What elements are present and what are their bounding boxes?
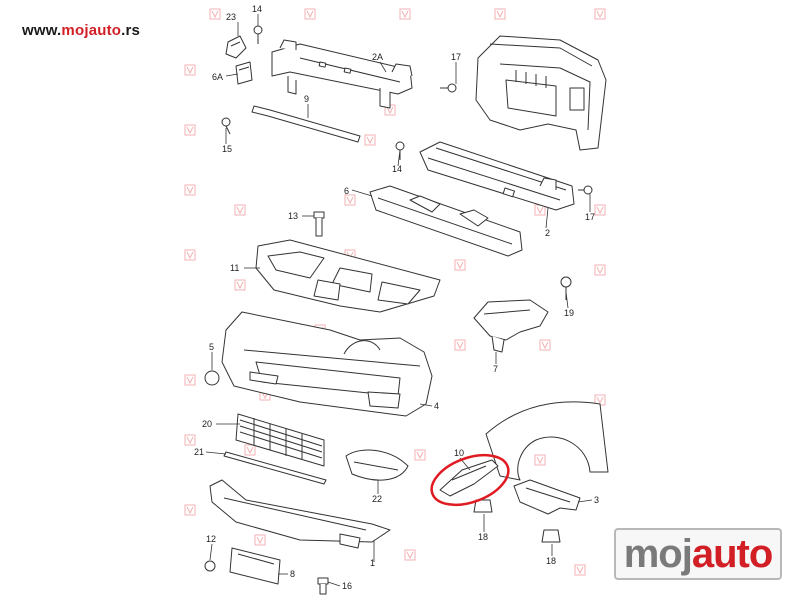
part-18-nut-left (473, 499, 493, 513)
part-7-side-bracket (473, 299, 549, 353)
callout-23: 23 (226, 12, 236, 22)
part-23-clip (225, 35, 247, 59)
part-11-grille-frame (255, 239, 441, 313)
part-14-screw-top (253, 25, 263, 44)
part-9-seal-strip (251, 105, 361, 143)
leader-lines (205, 14, 593, 587)
callout-12: 12 (206, 534, 216, 544)
part-10-bracket (439, 459, 499, 497)
part-4-bumper-cover (221, 311, 433, 417)
callout-labels: 23 14 2A 6A 9 17 15 14 6 17 13 2 11 19 5… (194, 4, 599, 591)
part-17-screw-right (578, 185, 593, 195)
part-19-screw (560, 276, 572, 300)
callout-20: 20 (202, 419, 212, 429)
callout-2: 2 (545, 228, 550, 238)
part-2A-upper-carrier (271, 39, 413, 109)
part-15-screw (221, 117, 231, 135)
part-12-screw (204, 560, 216, 572)
callout-1: 1 (370, 558, 375, 568)
part-6-absorber (369, 185, 523, 257)
site-url-brand: mojauto (61, 22, 122, 39)
callout-19: 19 (564, 308, 574, 318)
part-21-trim-strip (223, 451, 327, 485)
callout-11: 11 (230, 263, 239, 273)
callout-4: 4 (434, 401, 439, 411)
callout-21: 21 (194, 447, 204, 457)
callout-7: 7 (493, 364, 498, 374)
callout-15: 15 (222, 144, 232, 154)
highlight-ring (430, 453, 510, 507)
callout-6A: 6A (212, 72, 223, 82)
callout-2A: 2A (372, 52, 383, 62)
part-22-lamp-trim (345, 449, 409, 481)
callout-10: 10 (454, 448, 464, 458)
callout-16: 16 (342, 581, 352, 591)
part-8-plate-holder (229, 547, 281, 585)
callout-17-right: 17 (585, 212, 595, 222)
part-front-carrier (475, 35, 607, 151)
part-17-screw-top (440, 83, 457, 93)
callout-9: 9 (304, 94, 309, 104)
callout-17-top: 17 (451, 52, 461, 62)
logo-part-moj: moj (623, 531, 693, 576)
logo-part-auto: auto (691, 531, 773, 576)
part-5-cap (204, 370, 220, 386)
part-1-lower-spoiler (209, 479, 391, 549)
part-2-bumper-beam (419, 141, 575, 211)
callout-22: 22 (372, 494, 382, 504)
part-20-grille (235, 413, 325, 467)
callout-13: 13 (288, 211, 298, 221)
part-6A-bracket (235, 61, 253, 85)
part-18-nut-right (541, 529, 561, 543)
callout-6: 6 (344, 186, 349, 196)
callout-5: 5 (209, 342, 214, 352)
part-16-bolt (317, 577, 329, 595)
site-url-suffix: .rs (121, 22, 141, 39)
part-13-bolt (313, 211, 325, 237)
callout-14-top: 14 (252, 4, 262, 14)
callout-18-right: 18 (546, 556, 556, 566)
site-url[interactable]: www.mojauto.rs (22, 22, 140, 39)
callout-14-mid: 14 (392, 164, 402, 174)
callout-3: 3 (594, 495, 599, 505)
site-url-prefix: www. (22, 22, 62, 39)
callout-8: 8 (290, 569, 295, 579)
callout-18-left: 18 (478, 532, 488, 542)
part-fender (485, 401, 609, 481)
part-3-bracket (513, 479, 581, 515)
